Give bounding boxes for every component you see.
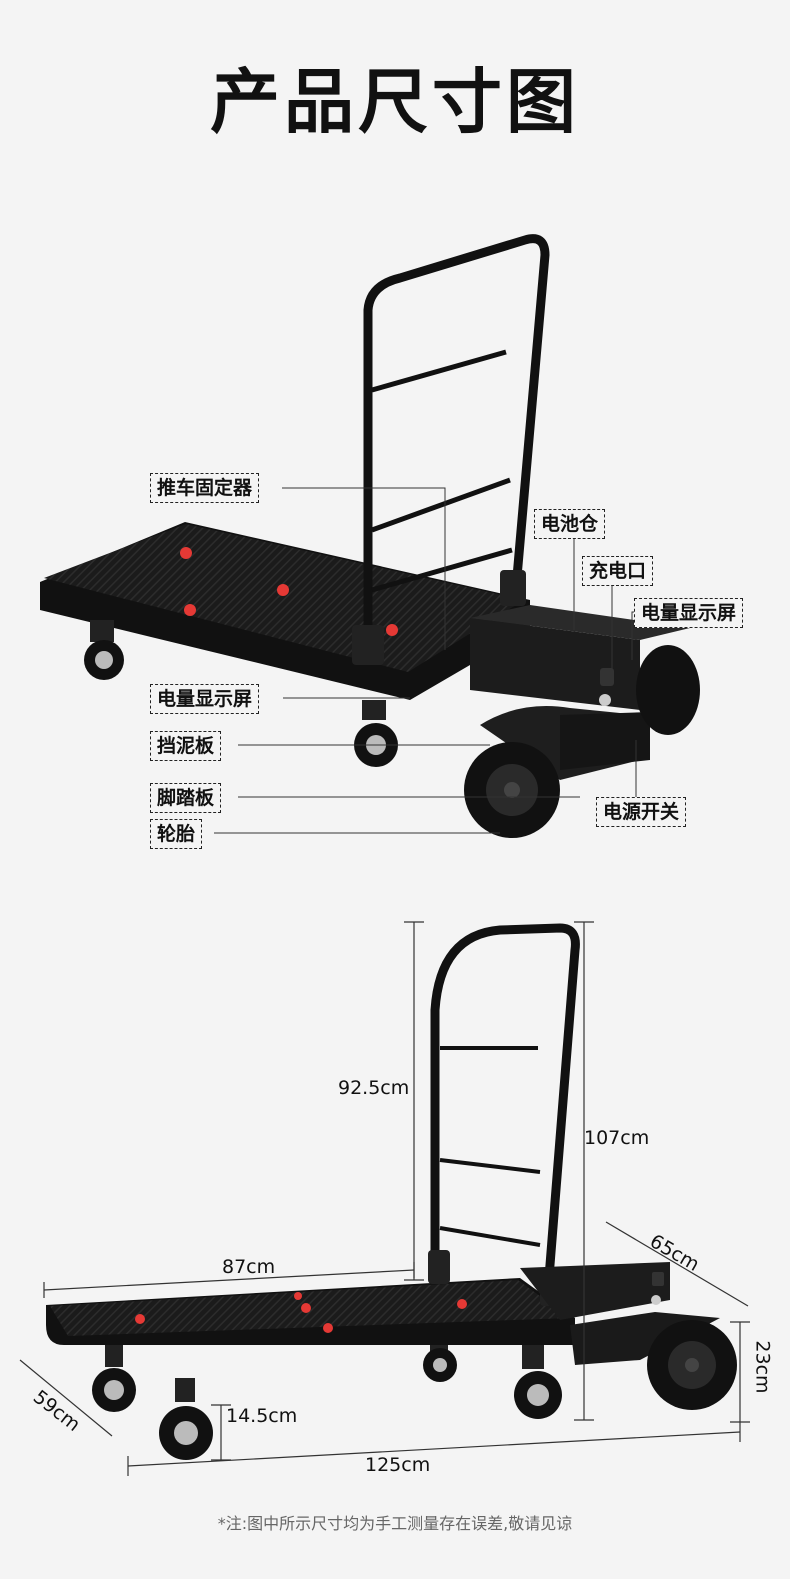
callout-battery-display-left: 电量显示屏 — [150, 684, 260, 714]
dimension-lines — [19, 921, 750, 1476]
callout-cart-lock: 推车固定器 — [150, 473, 260, 503]
top-cart-illustration — [40, 234, 700, 838]
callout-fender: 挡泥板 — [150, 731, 222, 761]
callout-battery-bay: 电池仓 — [534, 509, 606, 539]
bottom-cart-illustration — [46, 923, 737, 1460]
callout-battery-display-right: 电量显示屏 — [634, 598, 744, 628]
page-title: 产品尺寸图 — [210, 61, 580, 143]
dim-total-height: 107cm — [584, 1127, 650, 1149]
callout-tire: 轮胎 — [150, 819, 203, 849]
dim-deck-length: 87cm — [222, 1256, 276, 1278]
dim-ground-clearance: 14.5cm — [226, 1405, 298, 1427]
callout-footrest: 脚踏板 — [150, 783, 222, 813]
bottom-handle — [430, 923, 580, 1291]
dim-rear-height: 23cm — [751, 1340, 774, 1394]
top-deck — [44, 524, 524, 672]
top-handle — [363, 234, 550, 640]
bottom-battery-box — [520, 1262, 670, 1320]
callout-power-switch: 电源开关 — [596, 797, 687, 827]
top-battery-box — [470, 618, 640, 710]
callout-charge-port: 充电口 — [582, 556, 654, 586]
measurement-note: *注:图中所示尺寸均为手工测量存在误差,敬请见谅 — [217, 1514, 573, 1533]
dim-total-length: 125cm — [365, 1454, 431, 1476]
dim-handle-height: 92.5cm — [338, 1077, 410, 1099]
